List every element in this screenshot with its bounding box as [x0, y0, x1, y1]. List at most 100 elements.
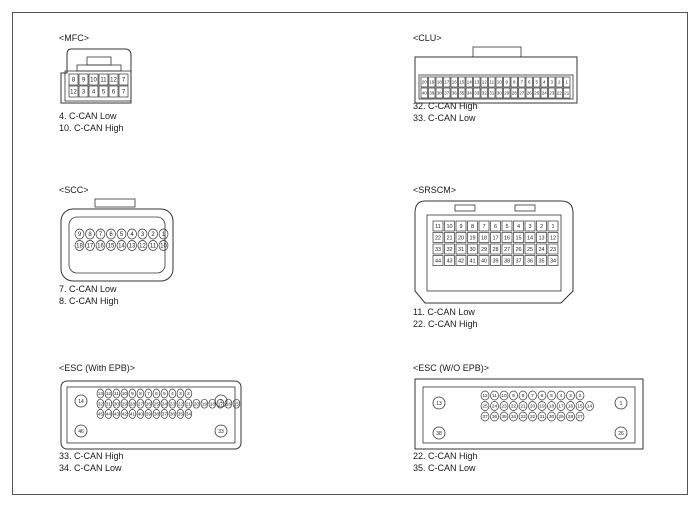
clu-cavity-label: 3 [550, 80, 553, 85]
srscm-cavity [455, 243, 467, 255]
esc_woepb-cavity [509, 390, 518, 401]
clu-cavity-label: 16 [452, 80, 458, 85]
clu-pin-line-1: 32. C-CAN High [413, 101, 478, 111]
esc_woepb-cavity-label: 23 [501, 404, 507, 410]
srscm-cavity-label: 14 [527, 235, 533, 241]
clu-cavity [450, 87, 458, 99]
srscm-cavity [501, 255, 513, 266]
esc_woepb-cavity [499, 390, 509, 401]
esc_epb-cavity [168, 398, 177, 409]
esc_epb-cavity-label: 40 [138, 412, 144, 418]
clu-cavity [473, 87, 481, 99]
clu-cavity [540, 87, 548, 99]
srscm-cavity-label: 13 [538, 235, 544, 241]
scc-cavity-label: 3 [141, 232, 145, 238]
esc_epb-cavity-label: 6 [155, 391, 158, 397]
scc-cavity-label: 8 [88, 232, 92, 238]
esc_epb-cavity [176, 388, 185, 399]
clu-cavity-label: 4 [543, 80, 546, 85]
mfc-pin-line-2: 10. C-CAN High [59, 123, 124, 133]
srscm-cavity [547, 220, 559, 232]
srscm-cavity [501, 220, 513, 232]
esc_epb-cavity-label: 4 [171, 391, 174, 397]
esc_epb-cavity [112, 388, 121, 399]
scc-cavity [106, 228, 116, 240]
esc_woepb-side-cavity-label: 1 [620, 401, 623, 407]
srscm-cavity [524, 255, 536, 266]
srscm-cavity-label: 38 [504, 258, 510, 264]
clu-cavity-label: 34 [467, 91, 473, 96]
esc_woepb-cavity [480, 411, 490, 422]
esc_woepb-cavity-label: 3 [569, 393, 572, 399]
esc_epb-cavity-label: 12 [106, 391, 112, 397]
clu-cavity [555, 76, 563, 88]
esc_woepb-cavity [566, 401, 575, 411]
esc_woepb-cavity-label: 36 [492, 414, 498, 420]
esc_woepb-cavity [556, 411, 566, 422]
mfc-cavity-label: 11 [100, 78, 107, 84]
srscm-cavity [444, 255, 455, 266]
esc_woepb-side-cavity [614, 396, 628, 410]
esc_woepb-cavity-label: 31 [539, 414, 545, 420]
clu-cavity-label: 29 [504, 91, 510, 96]
esc_woepb-cavity-label: 18 [549, 404, 555, 410]
esc_woepb-side-cavity [432, 426, 446, 440]
clu-cavity-label: 8 [513, 80, 516, 85]
esc_woepb-cavity-label: 27 [577, 414, 583, 420]
esc_woepb-cavity [575, 411, 585, 422]
esc_epb-cavity-label: 11 [114, 391, 119, 397]
clu-cavity [443, 76, 451, 88]
scc-cavity-label: 10 [160, 244, 167, 250]
clu-cavity-label: 18 [437, 80, 443, 85]
esc_epb-cavity-label: 31 [106, 401, 112, 407]
mfc-cavity [78, 85, 89, 98]
srscm-cavity [478, 255, 490, 266]
esc_woepb-cavity [537, 401, 547, 411]
clu-cavity-label: 12 [482, 80, 488, 85]
esc_woepb-cavity-label: 21 [520, 404, 526, 410]
esc_epb-cavity [160, 409, 169, 419]
esc_woepb-cavity [566, 411, 575, 422]
srscm-cavity [501, 243, 513, 255]
esc_epb-cavity [136, 388, 145, 399]
srscm-cavity [547, 243, 559, 255]
srscm-cavity-label: 12 [550, 235, 556, 241]
esc_epb-side-cavity-label: 46 [78, 429, 84, 435]
esc_epb-cavity-label: 44 [106, 412, 112, 418]
esc_woepb-cavity [566, 390, 575, 401]
scc-cavity-label: 1 [162, 232, 166, 238]
esc_woepb-cavity-label: 2 [579, 393, 582, 399]
scc-cavity [95, 240, 106, 251]
scc-cavity [158, 240, 169, 251]
clu-cavity [518, 76, 526, 88]
srscm-cavity-label: 24 [538, 247, 544, 253]
srscm-cavity [513, 255, 524, 266]
srscm-cavity [536, 232, 547, 243]
esc_woepb-cavity-label: 15 [577, 404, 583, 410]
scc-cavity [137, 228, 148, 240]
srscm-cavity [490, 232, 501, 243]
esc_epb-cavity [136, 398, 145, 409]
esc_epb-cavity [112, 398, 121, 409]
srscm-cavity-label: 42 [458, 258, 464, 264]
srscm-cavity [513, 232, 524, 243]
clu-cavity-label: 35 [459, 91, 465, 96]
esc_woepb-cavity [509, 401, 518, 411]
esc_epb-side-cavity-label: 33 [218, 429, 224, 435]
clu-cavity [435, 87, 443, 99]
esc_woepb-cavity-label: 8 [522, 393, 525, 399]
clu-cavity [503, 87, 511, 99]
esc_epb-cavity [192, 398, 201, 409]
scc-cavity-label: 16 [97, 244, 104, 250]
srscm-cavity-label: 20 [458, 235, 464, 241]
clu-cavity [458, 87, 466, 99]
scc-cavity-label: 12 [139, 244, 146, 250]
esc_epb-cavity-label: 19 [202, 401, 208, 407]
scc-cavity [148, 240, 158, 251]
scc-cavity-label: 7 [99, 232, 103, 238]
srscm-cavity-label: 2 [540, 224, 543, 230]
esc_woepb-cavity-label: 14 [587, 404, 593, 410]
esc_epb-cavity [216, 398, 225, 409]
